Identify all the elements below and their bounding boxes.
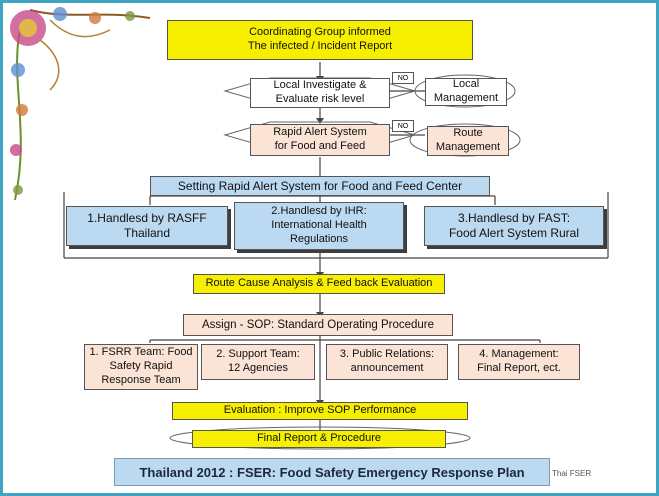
team-fsrr-line3: Response Team xyxy=(101,373,181,386)
assign-sop-box: Assign - SOP: Standard Operating Procedu… xyxy=(183,314,453,336)
coordinating-line1: Coordinating Group informed xyxy=(249,26,391,39)
local-investigate-line1: Local Investigate & xyxy=(273,79,367,92)
route-cause-label: Route Cause Analysis & Feed back Evaluat… xyxy=(205,277,433,290)
team-support-line2: 12 Agencies xyxy=(228,362,288,374)
evaluation-label: Evaluation : Improve SOP Performance xyxy=(223,404,417,417)
handled-fast-line1: 3.Handlesd by FAST: xyxy=(457,211,571,225)
handled-rasff-box: 1.Handlesd by RASFF Thailand xyxy=(66,206,228,246)
handled-ihr-box: 2.Handlesd by IHR: International Health … xyxy=(234,202,404,250)
handled-ihr-line2: International Health xyxy=(271,219,367,232)
rapid-alert-line2: for Food and Feed xyxy=(274,140,366,152)
team-management-box: 4. Management: Final Report, ect. xyxy=(458,344,580,380)
handled-fast-line2: Food Alert System Rural xyxy=(448,226,580,240)
route-management-box: Route Management xyxy=(427,126,509,156)
rapid-alert-line1: Rapid Alert System xyxy=(273,126,367,139)
team-management-line1: 4. Management: xyxy=(479,348,559,361)
thai-fser-caption: Thai FSER xyxy=(552,469,592,478)
team-support-box: 2. Support Team: 12 Agencies xyxy=(201,344,315,380)
team-public-relations-box: 3. Public Relations: announcement xyxy=(326,344,448,380)
setting-center-box: Setting Rapid Alert System for Food and … xyxy=(150,176,490,196)
coordinating-line2: The infected / Incident Report xyxy=(247,40,393,52)
final-report-label: Final Report & Procedure xyxy=(256,432,382,445)
route-cause-box: Route Cause Analysis & Feed back Evaluat… xyxy=(193,274,445,294)
no-label-rapid: NO xyxy=(392,120,414,132)
local-investigate-box: Local Investigate & Evaluate risk level xyxy=(250,78,390,108)
setting-center-label: Setting Rapid Alert System for Food and … xyxy=(177,178,463,193)
coordinating-group-box: Coordinating Group informed The infected… xyxy=(167,20,473,60)
team-public-relations-line2: announcement xyxy=(350,362,424,374)
handled-fast-box: 3.Handlesd by FAST: Food Alert System Ru… xyxy=(424,206,604,246)
handled-rasff-line2: Thailand xyxy=(123,226,171,240)
plan-title-label: Thailand 2012 : FSER: Food Safety Emerge… xyxy=(139,464,525,480)
team-fsrr-line2: Safety Rapid xyxy=(109,360,173,373)
plan-title-banner: Thailand 2012 : FSER: Food Safety Emerge… xyxy=(114,458,550,486)
floral-ornament-icon xyxy=(10,7,151,201)
local-management-line1: Local xyxy=(452,78,480,91)
final-report-box: Final Report & Procedure xyxy=(192,430,446,448)
local-investigate-line2: Evaluate risk level xyxy=(275,93,365,105)
team-fsrr-line1: 1. FSRR Team: Food xyxy=(89,346,193,359)
no-label-local: NO xyxy=(392,72,414,84)
team-management-line2: Final Report, ect. xyxy=(477,362,561,374)
evaluation-box: Evaluation : Improve SOP Performance xyxy=(172,402,468,420)
route-management-line2: Management xyxy=(435,141,501,153)
handled-rasff-line1: 1.Handlesd by RASFF xyxy=(87,211,207,225)
rapid-alert-box: Rapid Alert System for Food and Feed xyxy=(250,124,390,156)
team-support-line1: 2. Support Team: xyxy=(216,348,300,361)
assign-sop-label: Assign - SOP: Standard Operating Procedu… xyxy=(201,318,435,331)
route-management-line1: Route xyxy=(453,127,483,140)
team-public-relations-line1: 3. Public Relations: xyxy=(339,348,435,361)
team-fsrr-box: 1. FSRR Team: Food Safety Rapid Response… xyxy=(84,344,198,390)
local-management-line2: Management xyxy=(433,92,499,104)
handled-ihr-line3: Regulations xyxy=(289,232,349,245)
local-management-box: Local Management xyxy=(425,78,507,106)
handled-ihr-line1: 2.Handlesd by IHR: xyxy=(271,205,367,218)
